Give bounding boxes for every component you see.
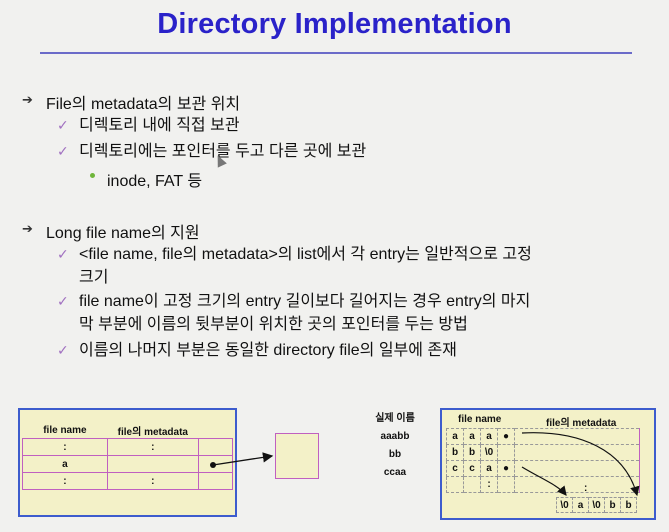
item-2-1-line: 크기 (79, 269, 109, 286)
cell: \0 (480, 444, 498, 461)
subitem-text: inode, FAT 등 (107, 173, 203, 190)
table-row: a a a ● (446, 428, 640, 445)
header-metadata: file의 metadata (107, 422, 199, 439)
table-header-row: file name file의 metadata (22, 422, 233, 439)
cell: a (480, 460, 498, 477)
bullet-arrow-icon: ➔ (22, 92, 33, 107)
section-2-heading: Long file name의 지원 (46, 225, 200, 242)
item-2-1: ✓ <file name, file의 metadata>의 list에서 각 … (57, 243, 532, 289)
bullet-arrow-icon: ➔ (22, 221, 33, 236)
item-1-2-text: 디렉토리에는 포인터를 두고 다른 곳에 보관 (79, 143, 367, 160)
cell: a (22, 455, 108, 473)
real-name: ccaa (383, 467, 407, 478)
metadata-block (275, 433, 319, 479)
directory-table: a a a ● b b \0 c c a ● (446, 428, 640, 493)
cell: : (106, 438, 199, 456)
header-file-name: file name (22, 422, 108, 439)
item-2-2-line: file name이 고정 크기의 entry 길이보다 길어지는 경우 ent… (79, 293, 531, 310)
cell: b (604, 497, 621, 513)
cell: : (480, 476, 498, 493)
bullet-dot-icon (90, 173, 95, 178)
cell: c (463, 460, 481, 477)
cell: a (446, 428, 464, 445)
cell: : (22, 472, 108, 490)
table-row: b b \0 (446, 444, 640, 461)
cell: c (446, 460, 464, 477)
cell (463, 476, 481, 493)
real-names-header: 실제 이름 (375, 413, 415, 424)
cell (446, 476, 464, 493)
checkmark-icon: ✓ (57, 143, 69, 159)
table-row: : : (22, 472, 234, 490)
name-tail-cells: \0 a \0 b b (556, 497, 637, 513)
cell: b (446, 444, 464, 461)
fixed-entry-directory-diagram: file name file의 metadata : : a : : (18, 408, 237, 517)
cell: b (463, 444, 481, 461)
item-2-2-line: 막 부분에 이름의 뒷부분이 위치한 곳의 포인터를 두는 방법 (79, 316, 468, 333)
cell (106, 455, 199, 473)
cell (197, 472, 234, 490)
item-2-3-line: 이름의 나머지 부분은 동일한 directory file의 일부에 존재 (79, 342, 457, 359)
header-file-name: file name (458, 414, 502, 425)
section-1-heading: File의 metadata의 보관 위치 (46, 96, 241, 113)
pointer-cell: ● (497, 428, 515, 445)
metadata-cell (514, 444, 640, 461)
cell: \0 (588, 497, 605, 513)
item-2-1-line: <file name, file의 metadata>의 list에서 각 en… (79, 246, 532, 263)
item-2-3: ✓ 이름의 나머지 부분은 동일한 directory file의 일부에 존재 (57, 339, 457, 362)
table-row: : (446, 476, 640, 493)
table-row: \0 a \0 b b (556, 497, 637, 513)
item-1-1: ✓ 디렉토리 내에 직접 보관 (57, 114, 240, 137)
item-1-1-text: 디렉토리 내에 직접 보관 (79, 117, 240, 134)
cell (497, 476, 515, 493)
bullet-section-2: ➔ Long file name의 지원 (22, 219, 200, 243)
header-pointer (198, 422, 233, 439)
cell (497, 444, 515, 461)
metadata-cell (514, 428, 640, 445)
header-metadata: file의 metadata (546, 418, 617, 429)
cell (197, 438, 234, 456)
bullet-section-1: ➔ File의 metadata의 보관 위치 (22, 90, 241, 114)
cell: a (572, 497, 589, 513)
cell: a (480, 428, 498, 445)
real-names-column: 실제 이름 aaabb bb ccaa (365, 410, 425, 482)
metadata-cell (514, 460, 640, 477)
subitem-1-2-1: inode, FAT 등 (90, 167, 203, 191)
table-row: : : (22, 438, 234, 456)
cell: : (106, 472, 199, 490)
item-2-2: ✓ file name이 고정 크기의 entry 길이보다 길어지는 경우 e… (57, 290, 531, 336)
pointer-cell: ● (497, 460, 515, 477)
directory-table: file name file의 metadata : : a : : (22, 422, 234, 490)
slide-title: Directory Implementation (157, 8, 512, 40)
item-1-2: ✓ 디렉토리에는 포인터를 두고 다른 곳에 보관 (57, 140, 367, 163)
checkmark-icon: ✓ (57, 342, 69, 358)
cell: \0 (556, 497, 573, 513)
checkmark-icon: ✓ (57, 293, 69, 309)
checkmark-icon: ✓ (57, 117, 69, 133)
real-name: bb (388, 449, 402, 460)
table-row: c c a ● (446, 460, 640, 477)
pointer-cell (197, 455, 234, 473)
real-name: aaabb (380, 431, 410, 442)
cell: a (463, 428, 481, 445)
metadata-cell (514, 476, 640, 493)
cell: : (22, 438, 108, 456)
title-underline (40, 52, 632, 54)
checkmark-icon: ✓ (57, 246, 69, 262)
tail-dots: : (584, 483, 588, 494)
cell: b (620, 497, 637, 513)
table-row: a (22, 455, 234, 473)
